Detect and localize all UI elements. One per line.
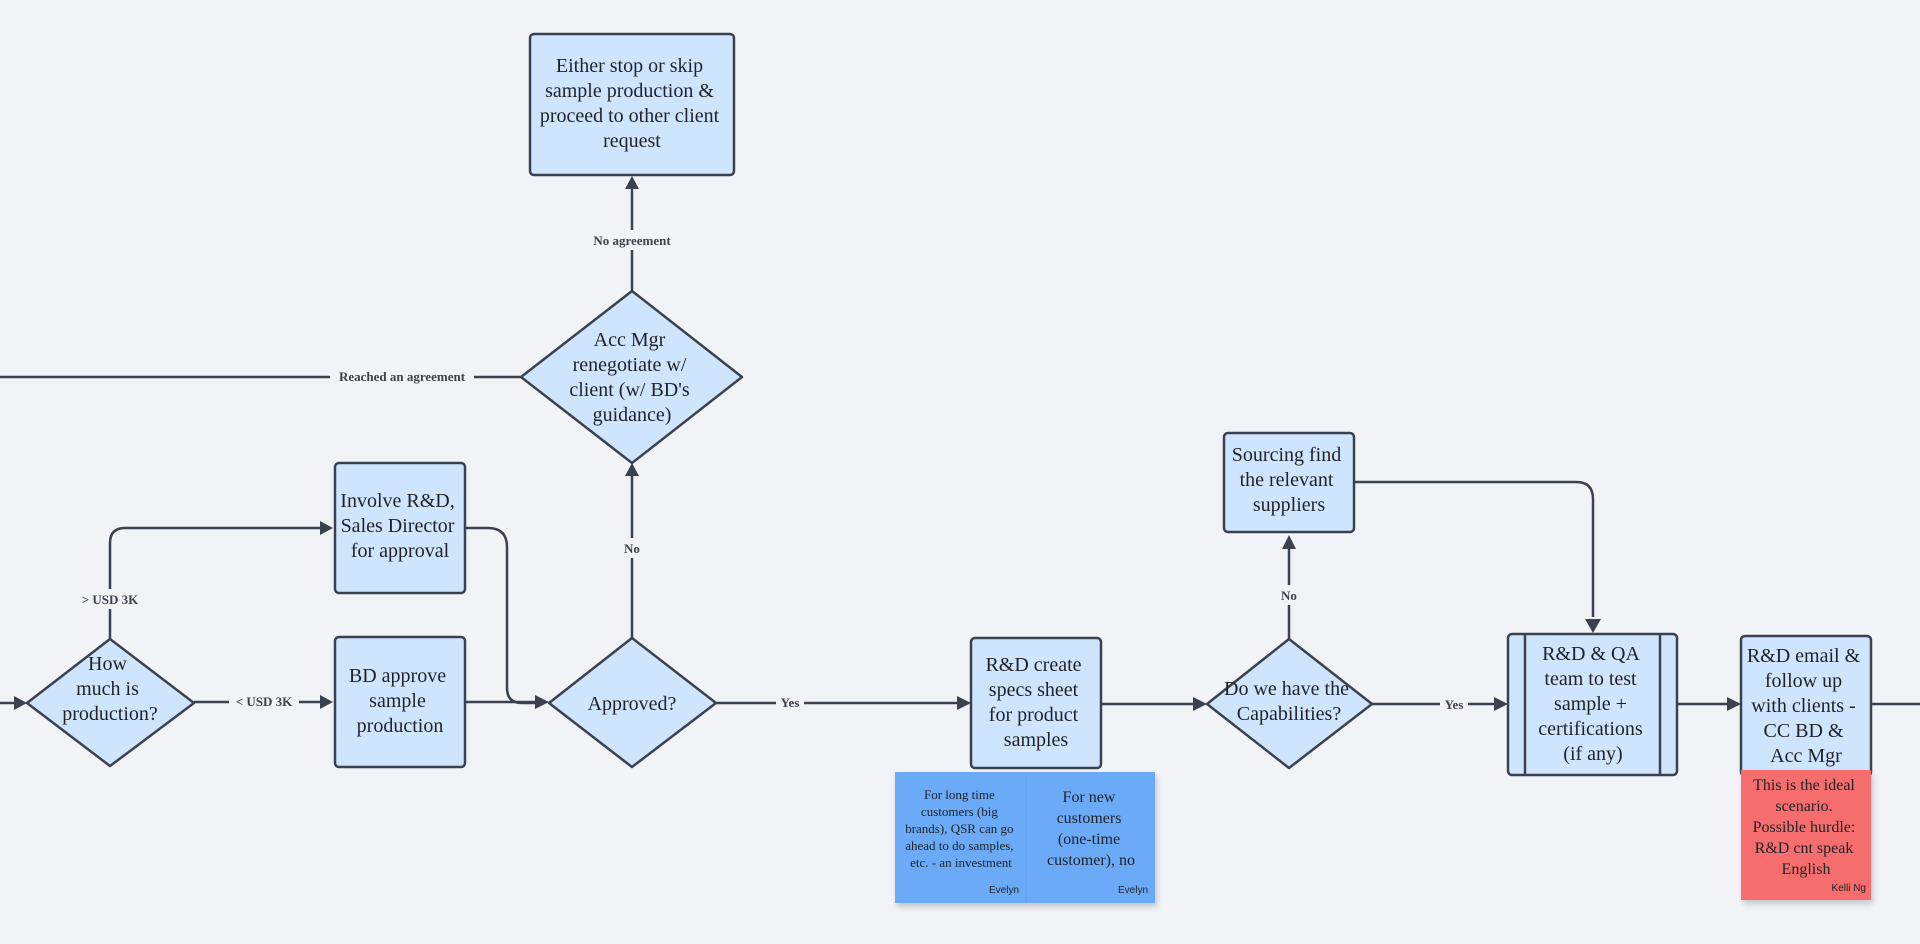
sticky-note-new-customers[interactable]: For new customers (one-time customer), n…: [1027, 772, 1155, 903]
label-stop-or-skip: Either stop or skip sample production & …: [540, 55, 724, 152]
label-sourcing: Sourcing find the relevant suppliers: [1232, 444, 1346, 516]
arrowhead-into-involve: [320, 521, 333, 535]
edge-label-yes-capabilities: Yes: [1445, 697, 1464, 712]
sticky-note-ideal-scenario[interactable]: This is the ideal scenario. Possible hur…: [1741, 770, 1871, 900]
arrowheads: [14, 176, 1741, 711]
arrowhead-into-bdapprove: [320, 695, 333, 709]
sticky-note-new-customers-text: For new customers (one-time customer), n…: [1047, 789, 1135, 869]
edge-labels: No agreement Reached an agreement No > U…: [74, 230, 1468, 714]
sticky-note-ideal-scenario-author: Kelli Ng: [1832, 883, 1866, 894]
connector-sourcing-to-rdqa[interactable]: [1355, 480, 1595, 617]
sticky-note-long-time-body[interactable]: [895, 772, 1027, 903]
edge-label-no-agreement: No agreement: [593, 233, 671, 248]
sticky-note-ideal-scenario-body[interactable]: [1741, 770, 1871, 900]
node-how-much[interactable]: [25, 637, 196, 768]
label-acc-mgr-renegotiate: Acc Mgr renegotiate w/ client (w/ BD's g…: [569, 329, 694, 426]
node-capabilities[interactable]: [1205, 637, 1374, 770]
arrowhead-into-rdemail: [1727, 697, 1741, 711]
connector-howmuch-to-involve[interactable]: [108, 526, 323, 639]
arrowhead-into-howmuch: [14, 696, 27, 710]
nodes: [25, 32, 1873, 778]
edge-label-over-3k: > USD 3K: [82, 592, 139, 607]
sticky-note-long-time[interactable]: For long time customers (big brands), QS…: [895, 772, 1027, 903]
edge-label-no-capabilities: No: [1281, 588, 1297, 603]
sticky-note-ideal-scenario-text: This is the ideal scenario. Possible hur…: [1753, 777, 1860, 878]
arrowhead-into-stop: [625, 176, 639, 189]
arrowhead-into-accmgr: [625, 463, 639, 476]
label-approved: Approved?: [588, 693, 677, 715]
node-approved[interactable]: [547, 636, 718, 769]
arrowhead-into-capabilities: [1193, 697, 1207, 711]
label-rd-email: R&D email & follow up with clients - CC …: [1747, 645, 1865, 767]
arrowhead-into-rdqa-left: [1494, 697, 1508, 711]
node-labels: Either stop or skip sample production & …: [62, 55, 1865, 767]
arrowhead-into-approved: [535, 695, 549, 709]
edge-label-no-approved: No: [624, 541, 640, 556]
sticky-note-long-time-text: For long time customers (big brands), QS…: [905, 787, 1017, 870]
sticky-note-new-customers-author: Evelyn: [1118, 885, 1148, 896]
label-rd-create-specs: R&D create specs sheet for product sampl…: [985, 654, 1086, 751]
node-involve-rd[interactable]: [333, 461, 467, 595]
label-how-much: How much is production?: [62, 653, 158, 725]
sticky-note-long-time-author: Evelyn: [989, 885, 1019, 896]
node-rd-create-specs[interactable]: [969, 636, 1103, 770]
node-rd-qa-test[interactable]: [1506, 632, 1679, 777]
arrowhead-into-rdcreate: [957, 696, 971, 710]
label-capabilities: Do we have the Capabilities?: [1224, 678, 1354, 725]
node-stop-or-skip[interactable]: [528, 32, 736, 177]
label-involve-rd: Involve R&D, Sales Director for approval: [340, 490, 459, 562]
arrowhead-into-rdqa-top: [1585, 619, 1601, 633]
node-rd-qa-test-bars: [1523, 634, 1662, 775]
edge-label-yes-approved: Yes: [781, 695, 800, 710]
node-acc-mgr-renegotiate[interactable]: [519, 289, 744, 465]
edge-label-under-3k: < USD 3K: [236, 694, 293, 709]
edge-label-reached-agreement: Reached an agreement: [339, 369, 466, 384]
sticky-note-new-customers-body[interactable]: [1027, 772, 1155, 903]
node-bd-approve[interactable]: [333, 635, 467, 769]
label-bd-approve: BD approve sample production: [349, 665, 451, 737]
arrowhead-into-sourcing: [1282, 535, 1296, 549]
label-rd-qa-test: R&D & QA team to test sample + certifica…: [1538, 643, 1647, 765]
node-sourcing[interactable]: [1222, 431, 1356, 534]
